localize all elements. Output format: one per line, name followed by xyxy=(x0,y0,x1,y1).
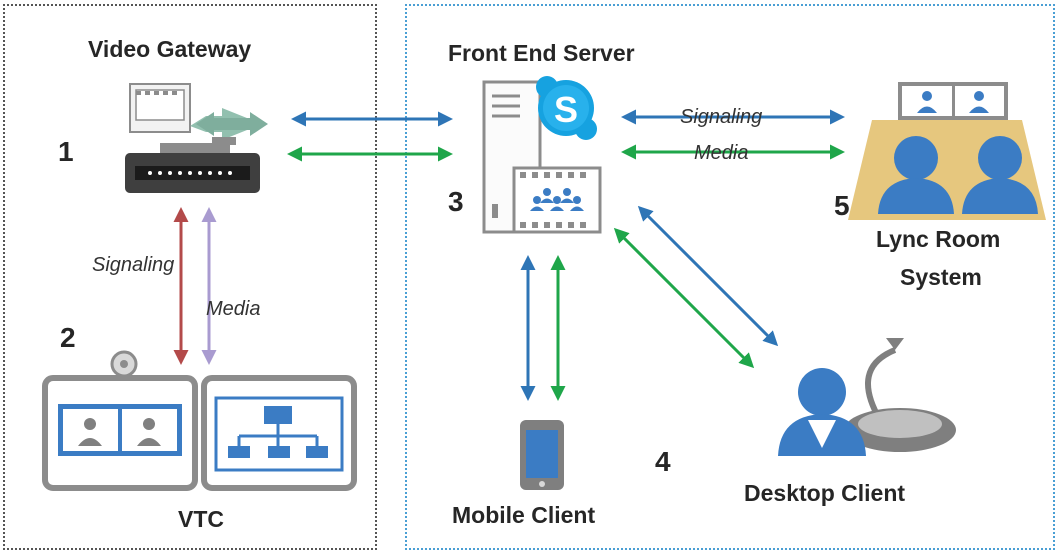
gateway-vtc-media-label: Media xyxy=(206,298,261,320)
cloud-zone-box xyxy=(405,4,1055,550)
server-lync-signaling-label: Signaling xyxy=(680,106,763,128)
lync-room-system-icon xyxy=(848,82,1046,220)
video-gateway-number: 1 xyxy=(58,136,74,167)
lync-room-system-label-line2: System xyxy=(900,264,982,290)
vtc-icon xyxy=(42,350,357,491)
server-desktop-media-arrow xyxy=(613,227,755,369)
lync-room-system-label-line1: Lync Room xyxy=(876,226,1001,252)
lync-room-system-number: 5 xyxy=(834,190,850,221)
front-end-server-icon: S xyxy=(482,76,602,234)
gateway-vtc-signaling-label: Signaling xyxy=(92,254,175,276)
desktop-client-icon xyxy=(778,338,956,456)
front-end-server-label: Front End Server xyxy=(448,40,635,66)
desktop-client-number: 4 xyxy=(655,446,671,477)
svg-text:S: S xyxy=(554,89,578,130)
mobile-client-icon xyxy=(520,420,564,490)
vtc-number: 2 xyxy=(60,322,76,353)
video-gateway-label: Video Gateway xyxy=(88,36,252,62)
on-prem-zone-box xyxy=(3,4,377,550)
front-end-server-number: 3 xyxy=(448,186,464,217)
vtc-label: VTC xyxy=(178,506,224,532)
mobile-client-label: Mobile Client xyxy=(452,502,596,528)
desktop-client-label: Desktop Client xyxy=(744,480,906,506)
video-gateway-icon xyxy=(125,83,268,193)
server-lync-media-label: Media xyxy=(694,142,749,164)
